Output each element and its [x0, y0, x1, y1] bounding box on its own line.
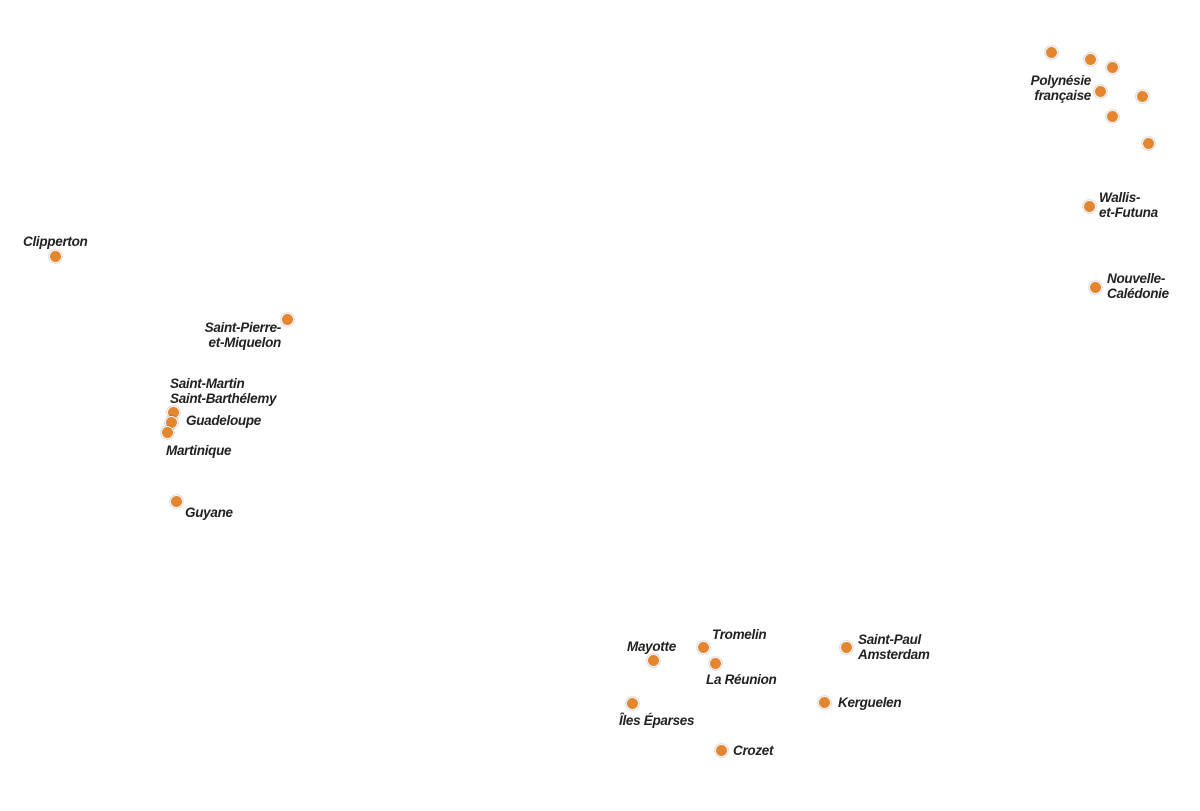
polynesie-marker[interactable]: [1084, 53, 1097, 66]
clipperton-marker[interactable]: [49, 250, 62, 263]
kerguelen-marker[interactable]: [818, 696, 831, 709]
crozet-label: Crozet: [733, 743, 774, 758]
tromelin-marker[interactable]: [697, 641, 710, 654]
saint-barthelemy-label: Saint-Barthélemy: [170, 391, 277, 406]
kerguelen-label: Kerguelen: [838, 695, 902, 710]
polynesie-marker[interactable]: [1094, 85, 1107, 98]
saint-pierre-marker[interactable]: [281, 313, 294, 326]
mayotte-label: Mayotte: [627, 639, 676, 654]
guyane-marker[interactable]: [170, 495, 183, 508]
polynesie-marker[interactable]: [1136, 90, 1149, 103]
polynesie-marker[interactable]: [1106, 61, 1119, 74]
nouvelle-caledonie-label: Nouvelle- Calédonie: [1107, 271, 1169, 301]
iles-eparses-label: Îles Éparses: [619, 713, 695, 728]
saint-martin-label: Saint-Martin: [170, 376, 245, 391]
polynesie-marker[interactable]: [1045, 46, 1058, 59]
saint-pierre-label: Saint-Pierre- et-Miquelon: [204, 320, 282, 350]
la-reunion-label: La Réunion: [706, 672, 777, 687]
polynesie-label: Polynésie française: [1030, 73, 1092, 103]
guadeloupe-label: Guadeloupe: [186, 413, 262, 428]
martinique-label: Martinique: [166, 443, 232, 458]
crozet-marker[interactable]: [715, 744, 728, 757]
guyane-label: Guyane: [185, 505, 233, 520]
iles-eparses-marker[interactable]: [626, 697, 639, 710]
wallis-label: Wallis- et-Futuna: [1099, 190, 1158, 220]
saint-paul-amsterdam-marker[interactable]: [840, 641, 853, 654]
nouvelle-caledonie-marker[interactable]: [1089, 281, 1102, 294]
tromelin-label: Tromelin: [712, 627, 767, 642]
wallis-marker[interactable]: [1083, 200, 1096, 213]
la-reunion-marker[interactable]: [709, 657, 722, 670]
saint-paul-amsterdam-label: Saint-Paul Amsterdam: [858, 632, 930, 662]
clipperton-label: Clipperton: [23, 234, 88, 249]
mayotte-marker[interactable]: [647, 654, 660, 667]
polynesie-marker[interactable]: [1142, 137, 1155, 150]
martinique-marker[interactable]: [161, 426, 174, 439]
polynesie-marker[interactable]: [1106, 110, 1119, 123]
